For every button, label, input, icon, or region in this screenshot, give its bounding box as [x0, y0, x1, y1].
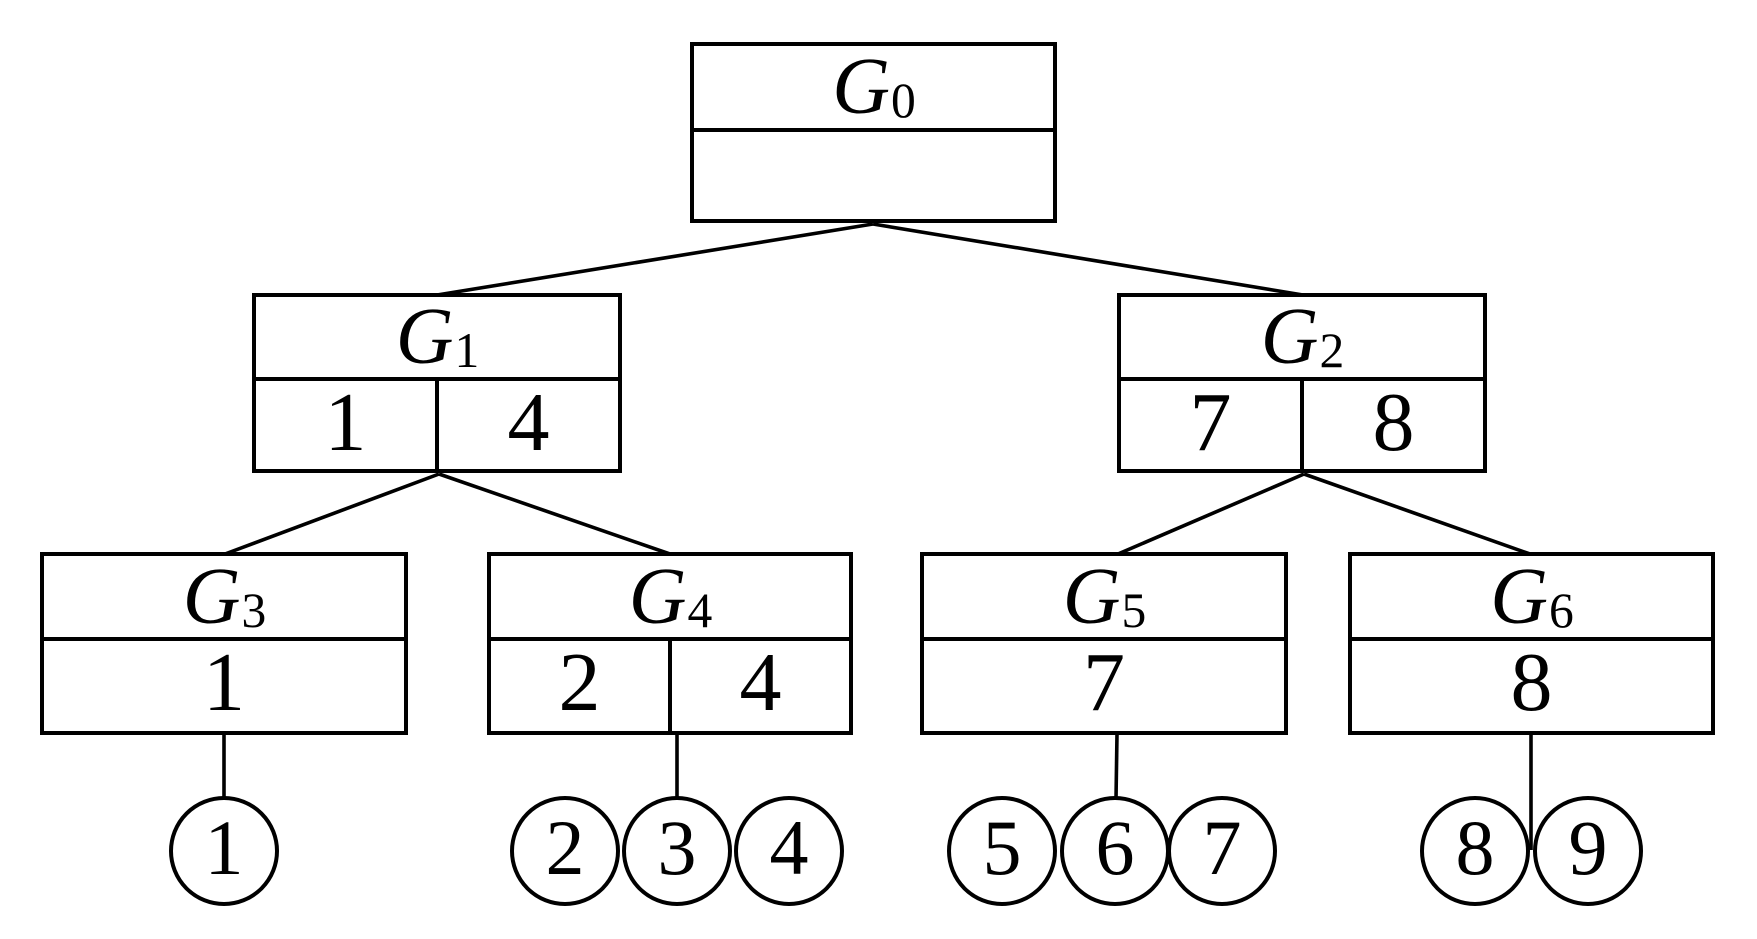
leaf-node-5: 5: [947, 796, 1057, 906]
leaf-node-9: 9: [1533, 796, 1643, 906]
node-cell: [694, 132, 1053, 219]
edge-g2-g5: [1117, 472, 1305, 556]
node-subscript: 4: [687, 582, 713, 638]
edge-g2-g6: [1303, 472, 1531, 556]
edge-g5-leaf6: [1114, 733, 1119, 800]
node-cell: 1: [203, 636, 245, 729]
node-subscript: 2: [1319, 323, 1345, 379]
node-label: G: [182, 552, 241, 641]
leaf-node-2: 2: [510, 796, 620, 906]
node-cell: 4: [435, 381, 618, 471]
node-cell: 1: [324, 376, 367, 469]
node-subscript: 5: [1121, 582, 1147, 638]
node-subscript: 3: [241, 582, 267, 638]
node-subscript: 1: [454, 323, 480, 379]
node-cells-g4: 2 4: [491, 641, 849, 731]
edge-g1-g4: [438, 472, 671, 556]
node-label: G: [395, 293, 454, 381]
node-cells-g0: [694, 132, 1053, 219]
node-label: G: [628, 552, 687, 641]
leaf-node-4: 4: [734, 796, 844, 906]
node-cells-g5: 7: [924, 641, 1284, 731]
node-label: G: [1490, 552, 1548, 641]
node-cell: 8: [1300, 381, 1483, 471]
leaf-node-7: 7: [1167, 796, 1277, 906]
node-label: G: [832, 43, 890, 131]
node-cell: 7: [1189, 376, 1232, 469]
edge-g1-g3: [224, 472, 440, 556]
node-cell: 4: [668, 641, 849, 731]
leaf-node-3: 3: [622, 796, 732, 906]
node-cells-g2: 7 8: [1121, 381, 1483, 471]
leaf-node-6: 6: [1060, 796, 1170, 906]
node-cell: 2: [558, 636, 601, 729]
node-label: G: [1260, 293, 1319, 381]
node-cell: 7: [1083, 636, 1125, 729]
node-label: G: [1062, 552, 1121, 641]
leaf-node-8: 8: [1420, 796, 1530, 906]
node-cell: 8: [1510, 636, 1553, 729]
leaf-node-1: 1: [169, 796, 279, 906]
node-cells-g3: 1: [44, 641, 404, 731]
node-subscript: 6: [1548, 582, 1574, 638]
node-cells-g1: 1 4: [256, 381, 618, 471]
node-cells-g6: 8: [1352, 641, 1711, 731]
edge-g0-g2: [872, 222, 1304, 297]
node-subscript: 0: [890, 73, 916, 129]
edge-g0-g1: [436, 222, 874, 297]
